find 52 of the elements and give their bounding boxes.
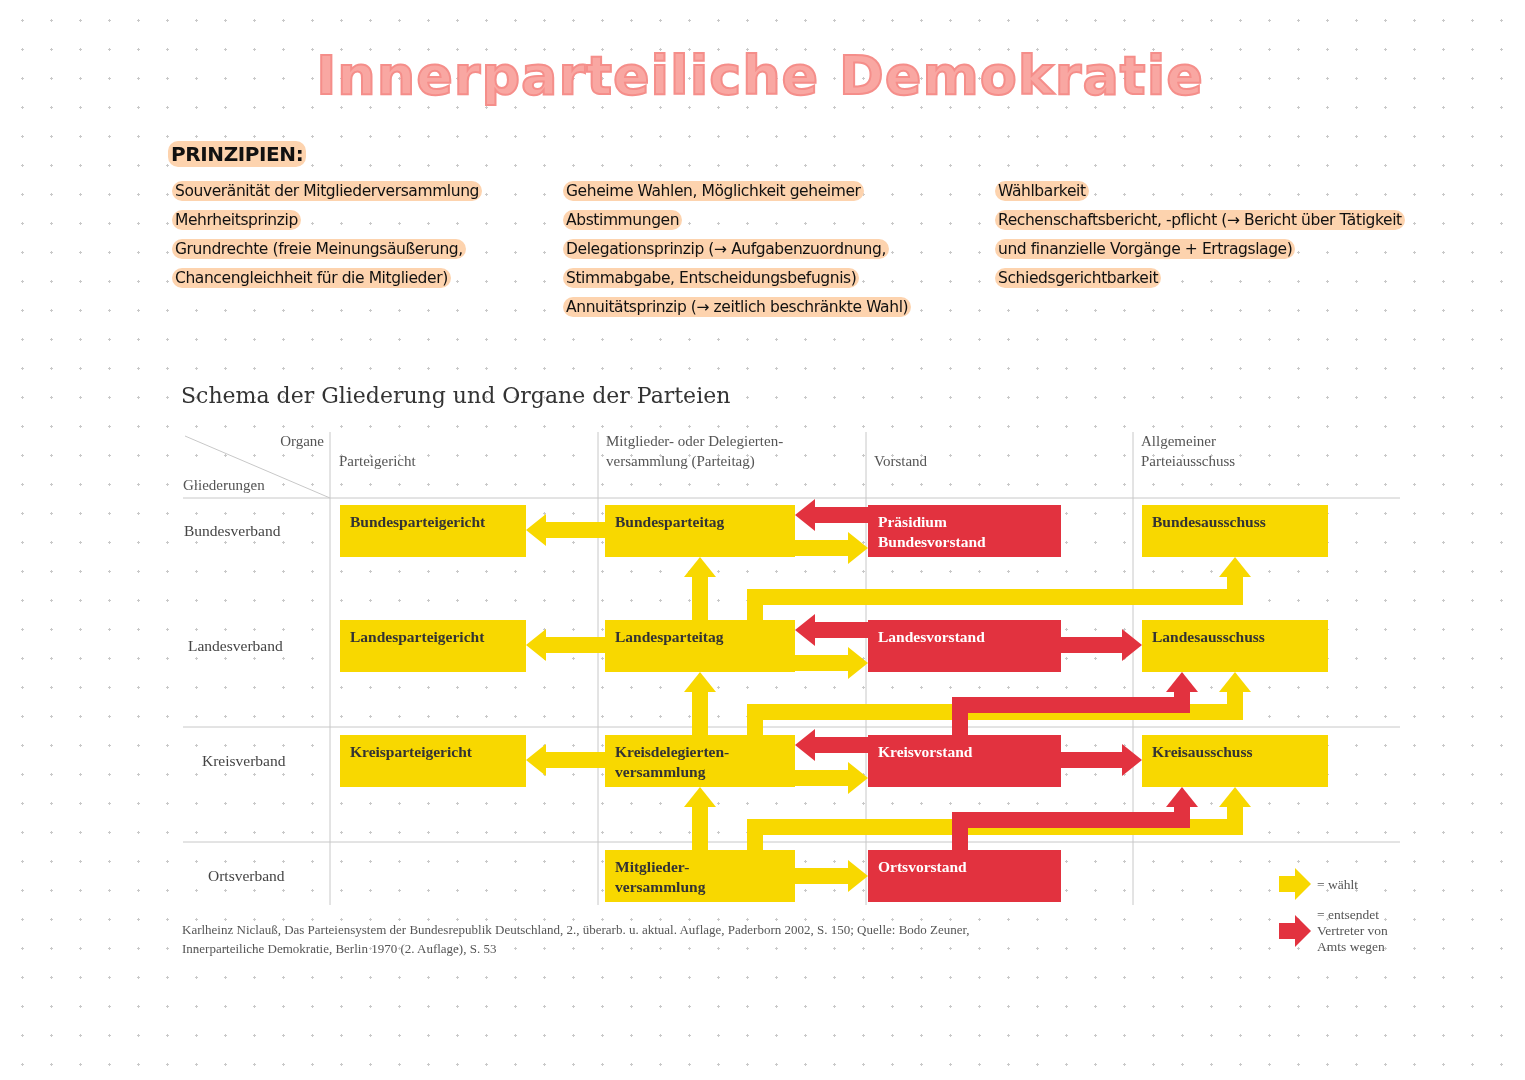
arrow — [747, 557, 1251, 620]
organ-box: Mitglieder- versammlung — [605, 850, 795, 902]
arrow — [795, 729, 868, 761]
board-box: Präsidium Bundesvorstand — [868, 505, 1061, 557]
board-box: Ortsvorstand — [868, 850, 1061, 902]
principle-text: Wählbarkeit — [995, 177, 1395, 206]
arrow — [1061, 744, 1142, 776]
organ-box: Bundesparteitag — [605, 505, 795, 557]
column-header: Mitglieder- oder Delegierten- versammlung (Parteitag) — [606, 432, 785, 471]
arrow — [952, 787, 1198, 850]
column-header: Parteigericht — [339, 452, 417, 471]
arrow — [526, 514, 605, 546]
arrow — [795, 614, 868, 646]
arrow — [684, 787, 716, 850]
column-header: Organe — [279, 432, 324, 451]
arrow — [526, 629, 605, 661]
organ-box: Kreisausschuss — [1142, 735, 1328, 787]
row-header: Ortsverband — [208, 867, 286, 885]
arrow — [795, 860, 868, 892]
organ-box: Kreisdelegierten- versammlung — [605, 735, 795, 787]
organ-box: Landesparteigericht — [340, 620, 526, 672]
heading: PRINZIPIEN: — [168, 140, 307, 169]
arrow — [952, 672, 1198, 735]
organ-box: Landesparteitag — [605, 620, 795, 672]
row-header: Kreisverband — [202, 752, 287, 770]
organ-box: Bundesparteigericht — [340, 505, 526, 557]
row-header: Gliederungen — [183, 476, 266, 495]
column-header: Allgemeiner Parteiausschuss — [1141, 432, 1237, 471]
principle-text: Schiedsgerichtbarkeit — [995, 264, 1395, 293]
arrow — [747, 672, 1251, 735]
organ-box: Bundesausschuss — [1142, 505, 1328, 557]
legend-text: = wählt — [1317, 877, 1359, 893]
arrow — [795, 762, 868, 794]
arrow — [795, 647, 868, 679]
arrow — [684, 672, 716, 735]
row-header: Landesverband — [188, 637, 284, 655]
column-header: Vorstand — [874, 452, 929, 471]
arrow — [1061, 629, 1142, 661]
legend-text: = entsendet Vertreter von Amts wegen — [1317, 907, 1389, 955]
title: Innerparteiliche Demokratie — [315, 44, 1205, 107]
arrow — [526, 744, 605, 776]
board-box: Landesvorstand — [868, 620, 1061, 672]
board-box: Kreisvorstand — [868, 735, 1061, 787]
arrow — [795, 532, 868, 564]
organ-box: Landesausschuss — [1142, 620, 1328, 672]
principle-text: Mehrheitsprinzip — [172, 206, 532, 235]
source-note: Karlheinz Niclauß, Das Parteiensystem der Bundesrepublik Deutschland, 2., überarb. u. aktual. Auflage, Paderborn 2002, S. 150; Quelle: Bodo Zeuner, Innerparteiliche Demokratie, Berlin 1970 (2. Auflage), S. 53 — [182, 921, 971, 958]
arrow — [795, 499, 868, 531]
organ-box: Kreisparteigericht — [340, 735, 526, 787]
diagram-heading: Schema der Gliederung und Organe der Parteien — [181, 383, 732, 408]
arrow — [747, 787, 1251, 850]
row-header: Bundesverband — [184, 522, 282, 540]
